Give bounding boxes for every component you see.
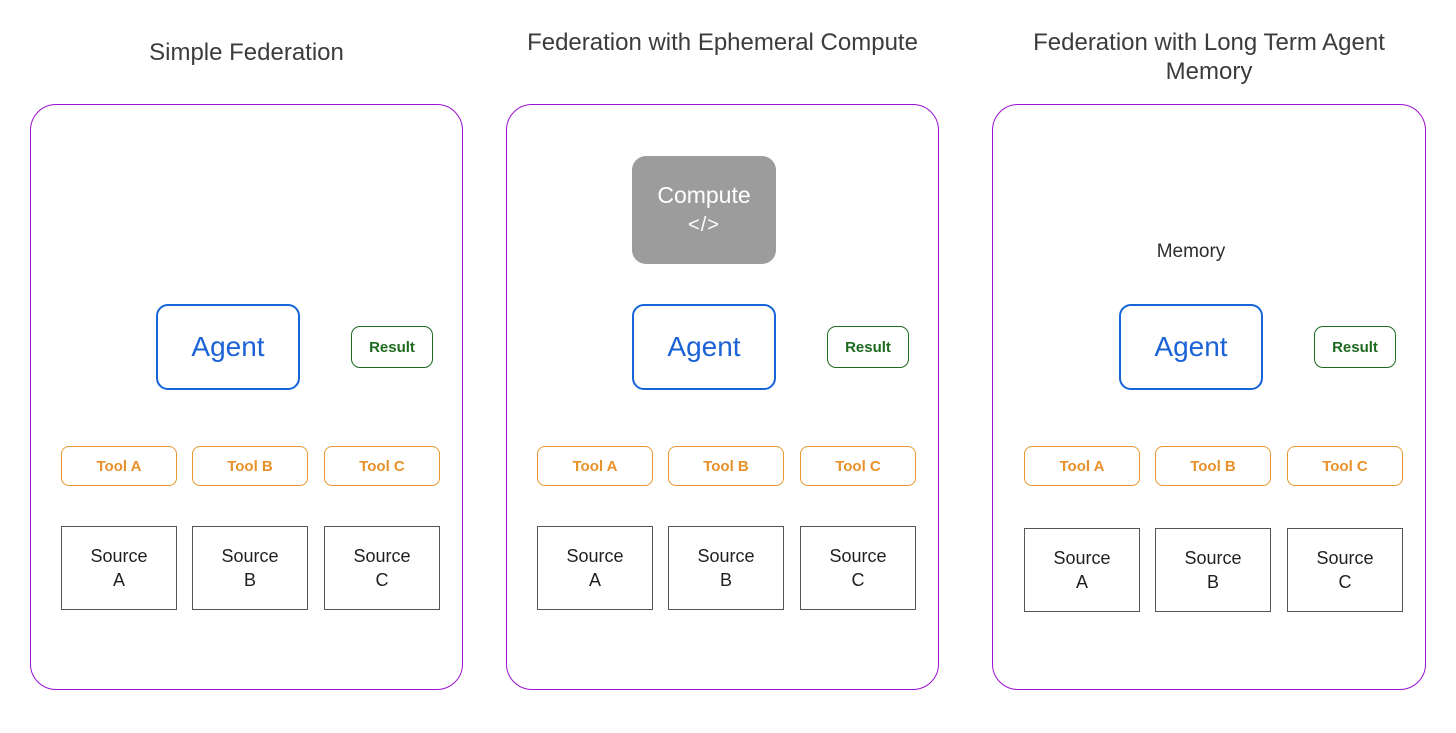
- source-label-line2: B: [719, 570, 732, 590]
- source-label-line1: Source: [566, 546, 624, 566]
- source-label-line1: Source: [1053, 548, 1111, 568]
- panel-title-simple-federation: Simple Federation: [149, 39, 344, 66]
- agent-box-panel-1[interactable]: Agent: [156, 304, 300, 390]
- source-label-line1: Source: [829, 546, 887, 566]
- source-label-line2: A: [1075, 572, 1088, 592]
- compute-code-icon: </>: [688, 214, 720, 236]
- source-label-line2: B: [243, 570, 256, 590]
- source-label-line1: Source: [90, 546, 148, 566]
- result-box-panel-1[interactable]: Result: [351, 326, 433, 368]
- source-label-line2: C: [375, 570, 389, 590]
- agent-box-panel-2[interactable]: Agent: [632, 304, 776, 390]
- agent-box-panel-3[interactable]: Agent: [1119, 304, 1263, 390]
- source-label-line1: Source: [1184, 548, 1242, 568]
- tool-a-panel-2[interactable]: Tool A: [537, 446, 653, 486]
- tool-b-panel-1[interactable]: Tool B: [192, 446, 308, 486]
- source-label-line1: Source: [353, 546, 411, 566]
- compute-label: Compute: [657, 182, 751, 208]
- compute-box-panel-2[interactable]: Compute </>: [632, 156, 776, 264]
- source-label-line1: Source: [221, 546, 279, 566]
- tool-c-panel-3[interactable]: Tool C: [1287, 446, 1403, 486]
- source-label-line2: C: [851, 570, 865, 590]
- tool-b-panel-2[interactable]: Tool B: [668, 446, 784, 486]
- tool-c-panel-1[interactable]: Tool C: [324, 446, 440, 486]
- memory-label-panel-3: Memory: [1156, 241, 1226, 262]
- source-label-line2: B: [1206, 572, 1219, 592]
- source-label-line1: Source: [1316, 548, 1374, 568]
- tool-b-panel-3[interactable]: Tool B: [1155, 446, 1271, 486]
- tool-c-panel-2[interactable]: Tool C: [800, 446, 916, 486]
- result-box-panel-2[interactable]: Result: [827, 326, 909, 368]
- source-label-line2: A: [112, 570, 125, 590]
- tool-a-panel-3[interactable]: Tool A: [1024, 446, 1140, 486]
- source-label-line2: C: [1338, 572, 1352, 592]
- source-label-line2: A: [588, 570, 601, 590]
- panel-title-ephemeral-compute: Federation with Ephemeral Compute: [527, 29, 918, 56]
- result-box-panel-3[interactable]: Result: [1314, 326, 1396, 368]
- source-label-line1: Source: [697, 546, 755, 566]
- panel-title-long-term-memory: Federation with Long Term Agent Memory: [1033, 29, 1385, 85]
- tool-a-panel-1[interactable]: Tool A: [61, 446, 177, 486]
